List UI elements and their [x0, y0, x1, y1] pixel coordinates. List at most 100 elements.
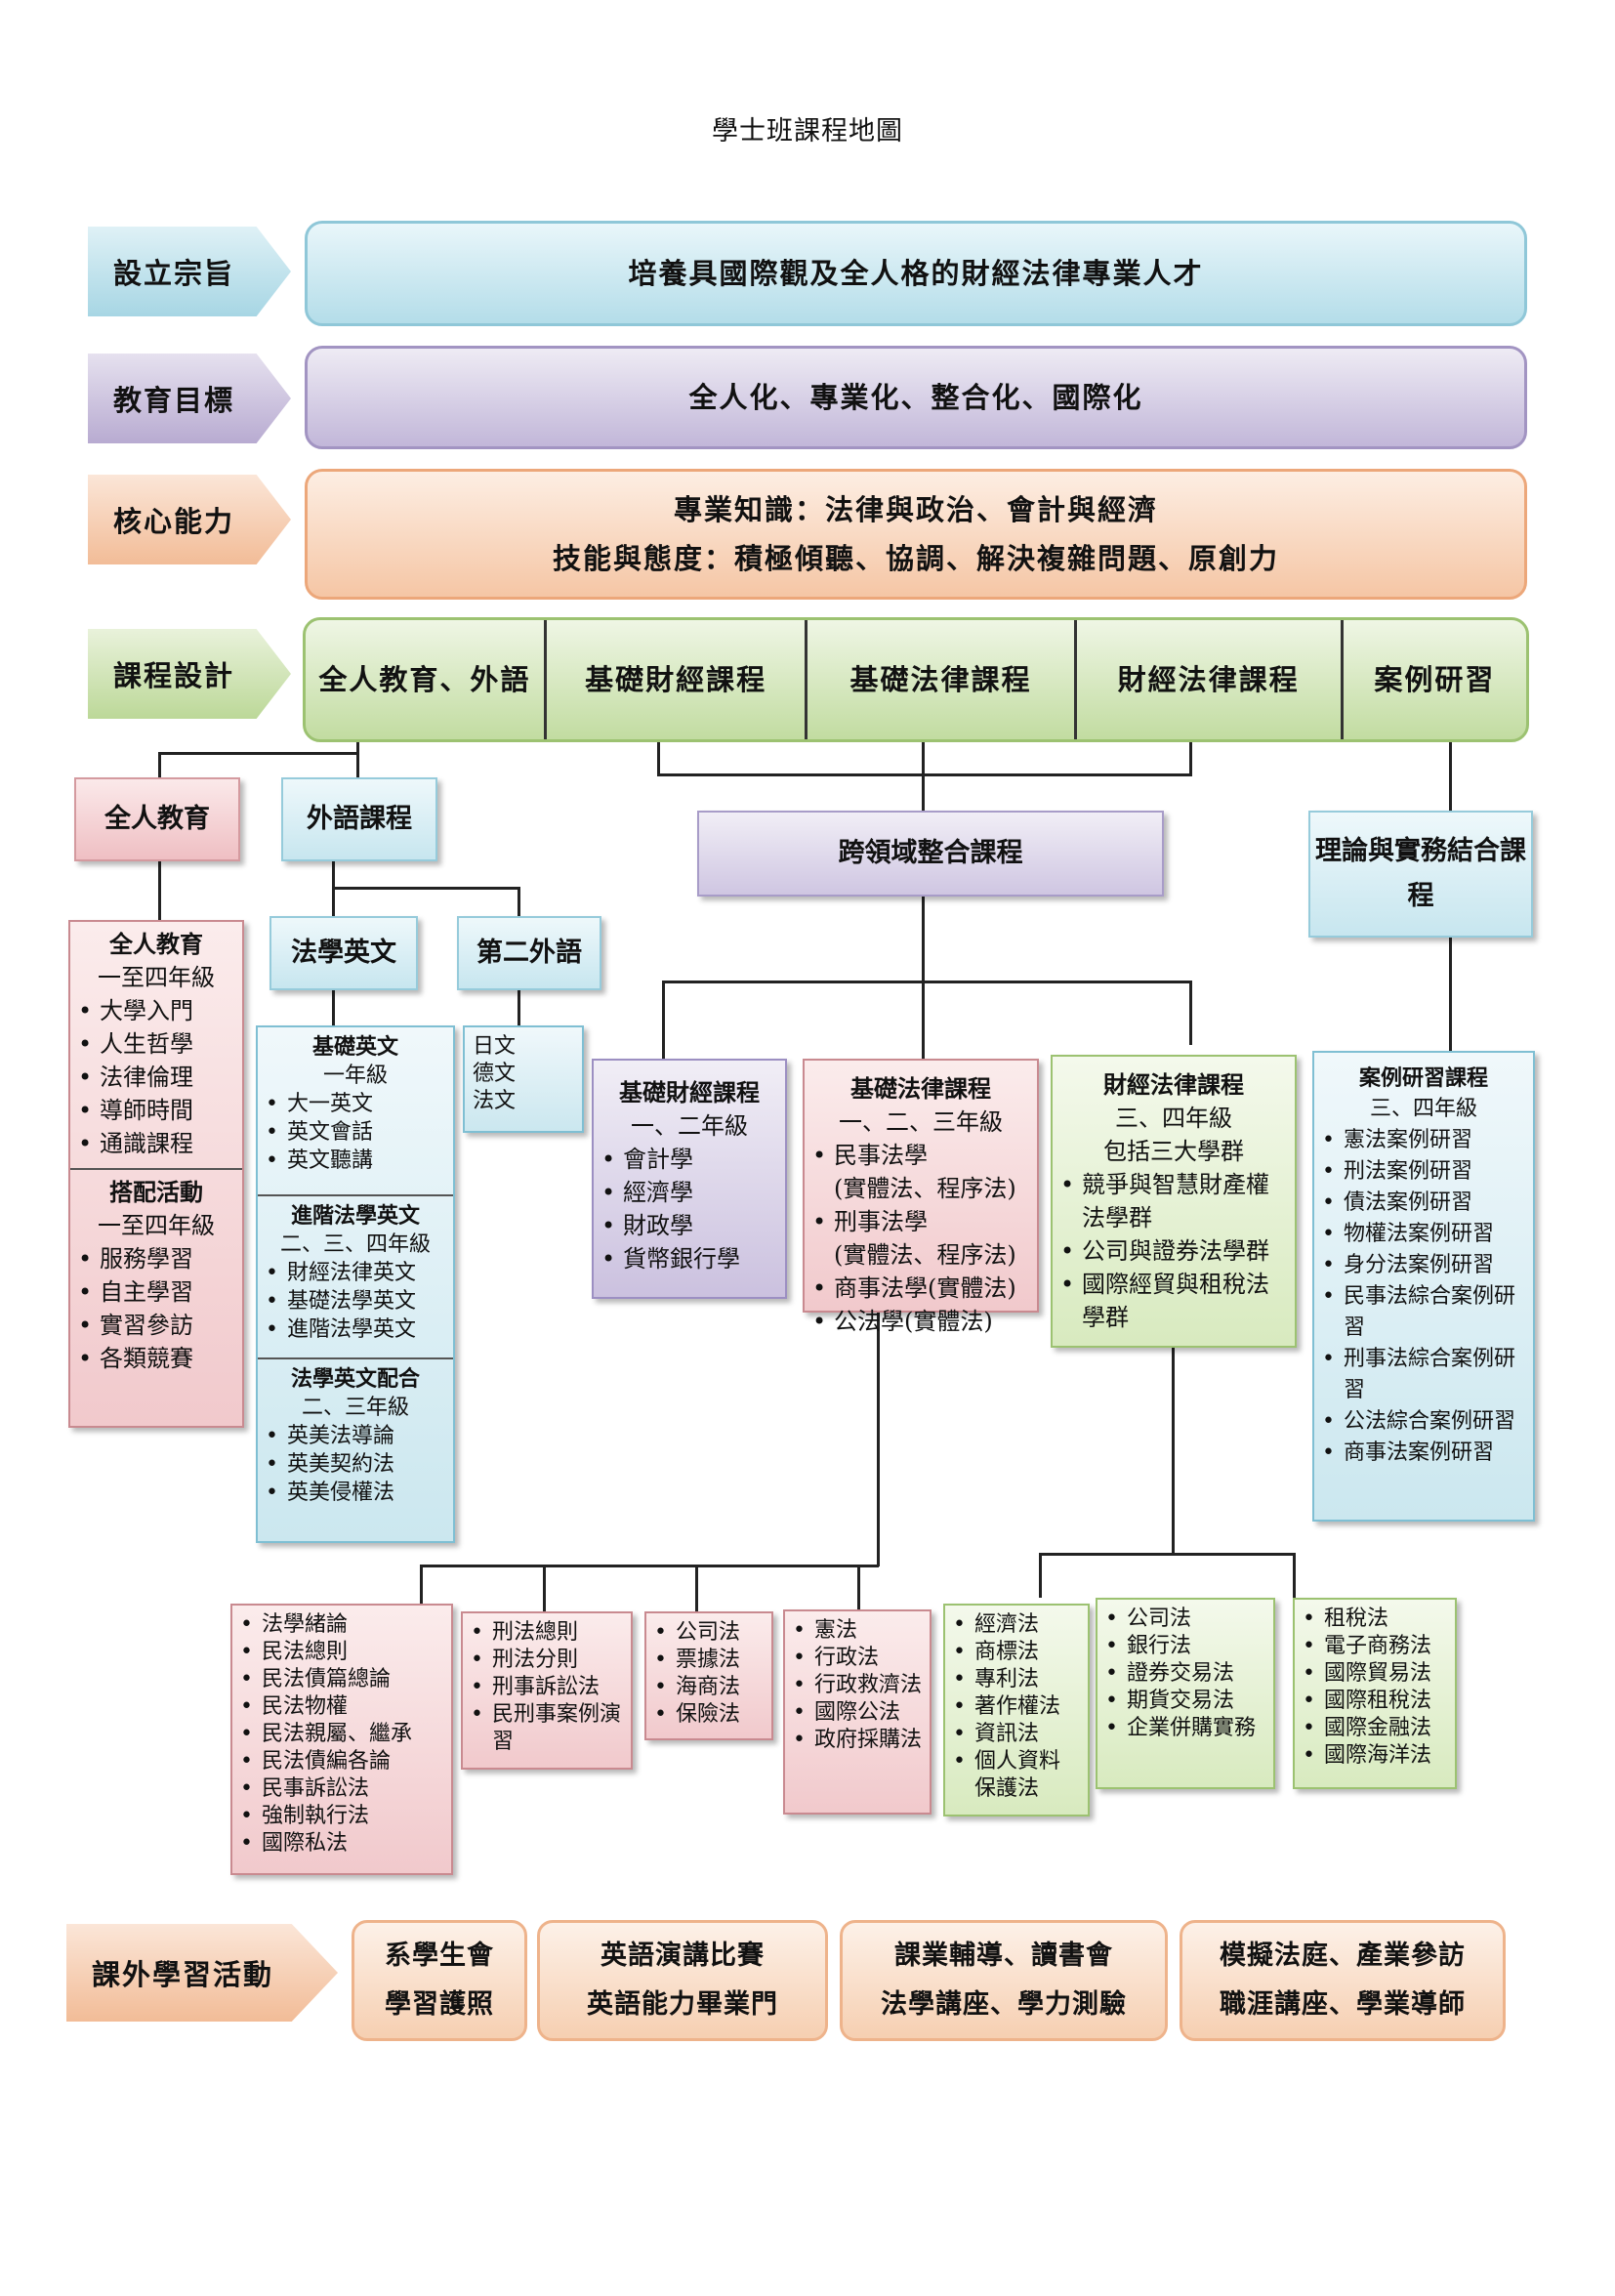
extracurricular-box: 模擬法庭、產業參訪 職涯講座、學業導師: [1180, 1920, 1506, 2041]
corporate-securities-subcourses: •公司法 •銀行法 •證券交易法 •期貨交易法 •企業併購實務: [1096, 1598, 1275, 1789]
list-item: •民刑事案例演習: [471, 1702, 622, 1754]
activity-line: 法學講座、學力測驗: [881, 1989, 1127, 2020]
connector: [420, 1565, 423, 1604]
list-item: •行政救濟法: [793, 1673, 923, 1697]
list-item: •憲法案例研習: [1322, 1128, 1473, 1152]
section-subtitle: 一、二、三年級: [839, 1108, 1003, 1136]
design-cell-holistic: 全人教育、外語: [306, 620, 547, 739]
goal-label: 教育目標: [88, 354, 291, 443]
list-item: •刑事法學: [812, 1208, 928, 1235]
list-item: •經濟法: [953, 1612, 1040, 1637]
section-title: 案例研習課程: [1358, 1065, 1488, 1091]
list-item: •國際金融法: [1303, 1716, 1432, 1740]
page-title: 學士班課程地圖: [712, 116, 903, 146]
section-subtitle: 一至四年級: [98, 1212, 215, 1239]
ability-line2: 技能與態度：積極傾聽、協調、解決複雜問題、原創力: [552, 542, 1279, 575]
list-item: •基礎法學英文: [266, 1289, 417, 1314]
goal-text: 全人化、專業化、整合化、國際化: [688, 381, 1143, 414]
section-title: 財經法律課程: [1103, 1070, 1244, 1099]
divider: [258, 1357, 453, 1359]
list-item: •英美契約法: [266, 1452, 395, 1477]
extracurricular-box: 英語演講比賽 英語能力畢業門: [537, 1920, 828, 2041]
list-item: •商事法案例研習: [1322, 1440, 1495, 1465]
connector: [158, 752, 161, 779]
public-law-subcourses: •憲法 •行政法 •行政救濟法 •國際公法 •政府採購法: [783, 1609, 932, 1815]
list-item: •實習參訪: [78, 1312, 193, 1339]
second-language-header: 第二外語: [457, 916, 601, 990]
extracurricular-box: 系學生會 學習護照: [352, 1920, 527, 2041]
list-item: •國際經貿與租稅法學群: [1060, 1271, 1269, 1331]
list-item: •行政法: [793, 1646, 880, 1670]
list-item: •刑事訴訟法: [471, 1675, 600, 1699]
activity-line: 英語演講比賽: [600, 1941, 765, 1971]
criminal-law-subcourses: •刑法總則 •刑法分則 •刑事訴訟法 •民刑事案例演習: [461, 1611, 633, 1770]
list-item: •國際海洋法: [1303, 1743, 1432, 1768]
list-item: •公法學(實體法): [812, 1308, 993, 1335]
activity-line: 英語能力畢業門: [587, 1989, 778, 2020]
list-item: •民法親屬、繼承: [240, 1722, 413, 1746]
list-item: •租稅法: [1303, 1607, 1389, 1631]
connector: [922, 742, 925, 811]
list-item: •企業併購實務: [1105, 1716, 1257, 1740]
list-item: •刑事法綜合案例研習: [1322, 1347, 1516, 1402]
purpose-text: 培養具國際觀及全人格的財經法律專業人才: [628, 257, 1204, 290]
basic-law-course-box: 基礎法律課程 一、二、三年級 •民事法學 (實體法、程序法) •刑事法學 (實體…: [803, 1059, 1039, 1335]
connector: [1189, 981, 1192, 1045]
list-item: •人生哲學: [78, 1030, 193, 1058]
connector: [518, 887, 520, 916]
connector: [1039, 1553, 1042, 1598]
list-item: 德文: [473, 1062, 517, 1086]
activity-line: 模擬法庭、產業參訪: [1220, 1941, 1466, 1971]
purpose-label: 設立宗旨: [88, 227, 291, 316]
connector: [332, 990, 335, 1025]
list-item: •法律倫理: [78, 1064, 193, 1091]
connector: [857, 1565, 860, 1613]
list-item: •競爭與智慧財產權法學群: [1060, 1171, 1269, 1231]
list-item: •大學入門: [78, 997, 193, 1024]
international-trade-tax-subcourses: •租稅法 •電子商務法 •國際貿易法 •國際租稅法 •國際金融法 •國際海洋法: [1293, 1598, 1457, 1789]
list-item: •貨幣銀行學: [601, 1245, 740, 1273]
design-cell-finlaw: 財經法律課程: [1077, 620, 1344, 739]
purpose-banner: 培養具國際觀及全人格的財經法律專業人才: [305, 221, 1527, 326]
list-item: •服務學習: [78, 1245, 193, 1273]
ip-competition-subcourses: •經濟法 •商標法 •專利法 •著作權法 •資訊法 •個人資料保護法: [943, 1604, 1090, 1816]
design-cell-finance: 基礎財經課程: [547, 620, 808, 739]
connector: [662, 981, 665, 1061]
connector: [1293, 1553, 1296, 1598]
connector: [356, 742, 359, 754]
list-item: •民法總則: [240, 1640, 349, 1664]
case-study-course-box: 案例研習課程 三、四年級 •憲法案例研習 •刑法案例研習 •債法案例研習 •物權…: [1312, 1051, 1535, 1522]
list-item: •會計學: [601, 1146, 693, 1173]
list-item: •民法債編各論: [240, 1749, 392, 1774]
connector: [1039, 1553, 1295, 1556]
list-item: (實體法、程序法): [834, 1241, 1016, 1269]
section-subtitle: 一、二年級: [631, 1112, 748, 1140]
section-subtitle: 一至四年級: [98, 964, 215, 991]
list-item: •電子商務法: [1303, 1634, 1432, 1658]
list-item: •英文會話: [266, 1120, 374, 1145]
list-item: •自主學習: [78, 1278, 193, 1306]
legal-english-header: 法學英文: [269, 916, 418, 990]
connector: [518, 990, 520, 1025]
design-cell-case: 案例研習: [1374, 663, 1496, 696]
connector: [543, 1565, 546, 1613]
list-item: •資訊法: [953, 1722, 1040, 1746]
connector: [1449, 742, 1452, 811]
language-header: 外語課程: [281, 777, 437, 861]
list-item: (實體法、程序法): [834, 1175, 1016, 1202]
list-item: •國際私法: [240, 1831, 349, 1856]
divider: [70, 1168, 242, 1170]
list-item: •英美侵權法: [266, 1481, 395, 1505]
list-item: •公法綜合案例研習: [1322, 1409, 1516, 1434]
list-item: •國際貿易法: [1303, 1661, 1432, 1686]
list-item: •海商法: [654, 1675, 741, 1699]
section-subtitle: 包括三大學群: [1103, 1138, 1244, 1165]
holistic-header: 全人教育: [74, 777, 240, 861]
section-title: 基礎財經課程: [619, 1078, 760, 1106]
section-subtitle: 一年級: [322, 1064, 388, 1088]
list-item: •民法物權: [240, 1694, 349, 1719]
section-subtitle: 三、四年級: [1369, 1097, 1477, 1121]
list-item: •國際公法: [793, 1700, 901, 1725]
list-item: •國際租稅法: [1303, 1689, 1432, 1713]
list-item: 法文: [473, 1089, 517, 1113]
